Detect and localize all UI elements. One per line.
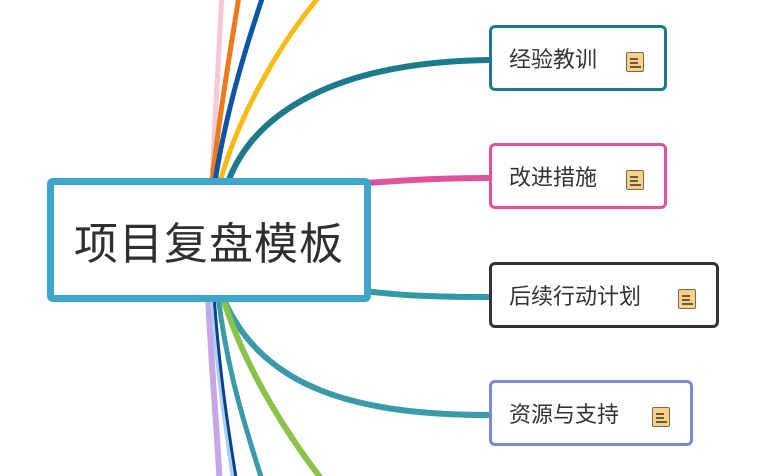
- branch-resources: [219, 293, 490, 418]
- topic-label: 资源与支持: [509, 403, 620, 428]
- root-topic-label: 项目复盘模板: [74, 219, 344, 270]
- topic-improvement-measures[interactable]: 改进措施: [489, 143, 667, 209]
- note-icon[interactable]: [678, 289, 696, 309]
- note-icon[interactable]: [652, 407, 670, 427]
- note-icon[interactable]: [626, 52, 644, 72]
- branch-offscreen-3: [212, 0, 265, 183]
- topic-label: 后续行动计划: [509, 285, 642, 310]
- topic-lessons-learned[interactable]: 经验教训: [489, 25, 667, 91]
- branch-improvements: [356, 175, 490, 187]
- topic-resources-support[interactable]: 资源与支持: [489, 380, 693, 446]
- branch-offscreen-5: [205, 294, 223, 476]
- root-topic[interactable]: 项目复盘模板: [47, 178, 371, 302]
- branch-offscreen-4: [217, 0, 320, 183]
- branch-follow-up: [356, 287, 490, 300]
- topic-label: 经验教训: [509, 48, 598, 73]
- branch-offscreen-9: [219, 294, 323, 476]
- note-icon[interactable]: [626, 170, 644, 190]
- branch-offscreen-7: [212, 294, 238, 476]
- branch-offscreen-6: [209, 294, 236, 476]
- topic-label: 改进措施: [509, 166, 598, 191]
- topic-follow-up-plan[interactable]: 后续行动计划: [489, 262, 719, 328]
- branch-offscreen-2: [209, 0, 241, 183]
- branch-lessons: [225, 57, 490, 184]
- branch-offscreen-8: [215, 294, 264, 476]
